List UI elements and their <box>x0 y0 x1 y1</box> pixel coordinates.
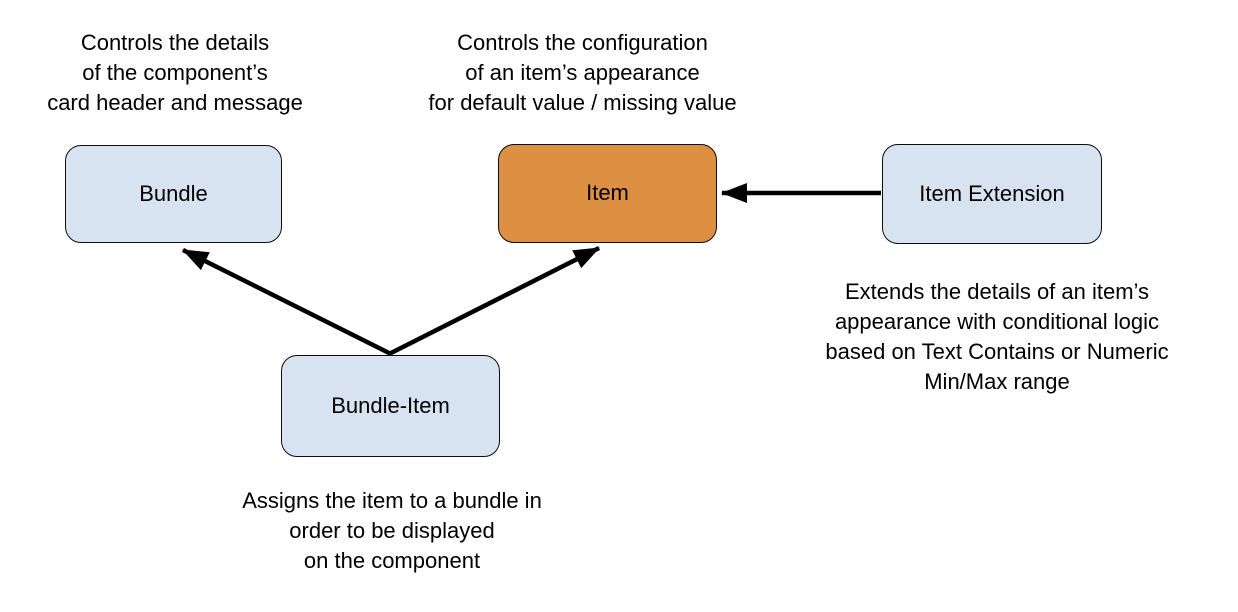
arrow-bundle-item-to-item <box>387 245 601 357</box>
node-bundle-label: Bundle <box>139 180 208 206</box>
arrow-bundle-item-to-bundle <box>181 247 393 357</box>
caption-item-extension-line: Extends the details of an item’s <box>844 279 1150 304</box>
caption-bundle-line: Controls the details <box>80 30 270 55</box>
caption-bundle-item-line: Assigns the item to a bundle in <box>242 488 542 513</box>
caption-item-extension-line: Min/Max range <box>924 369 1070 394</box>
caption-bundle-item: Assigns the item to a bundle in order to… <box>207 486 577 576</box>
caption-item-extension-line: based on Text Contains or Numeric <box>825 339 1169 364</box>
caption-bundle-line: card header and message <box>47 90 303 115</box>
caption-item: Controls the configuration of an item’s … <box>420 28 745 118</box>
node-item-extension-label: Item Extension <box>919 180 1065 206</box>
caption-item-extension: Extends the details of an item’s appeara… <box>787 277 1207 397</box>
caption-item-line: of an item’s appearance <box>465 60 700 85</box>
node-item-label: Item <box>586 180 629 206</box>
caption-item-extension-line: appearance with conditional logic <box>834 309 1160 334</box>
caption-bundle: Controls the details of the component’s … <box>15 28 335 118</box>
caption-item-line: for default value / missing value <box>428 90 737 115</box>
node-bundle-item: Bundle-Item <box>281 355 500 457</box>
caption-bundle-item-line: order to be displayed <box>289 518 495 543</box>
caption-item-line: Controls the configuration <box>457 30 708 55</box>
node-item-extension: Item Extension <box>882 144 1102 244</box>
caption-bundle-line: of the component’s <box>82 60 268 85</box>
node-item: Item <box>498 144 717 243</box>
node-bundle-item-label: Bundle-Item <box>331 392 450 418</box>
caption-bundle-item-line: on the component <box>303 548 481 573</box>
node-bundle: Bundle <box>65 145 282 243</box>
